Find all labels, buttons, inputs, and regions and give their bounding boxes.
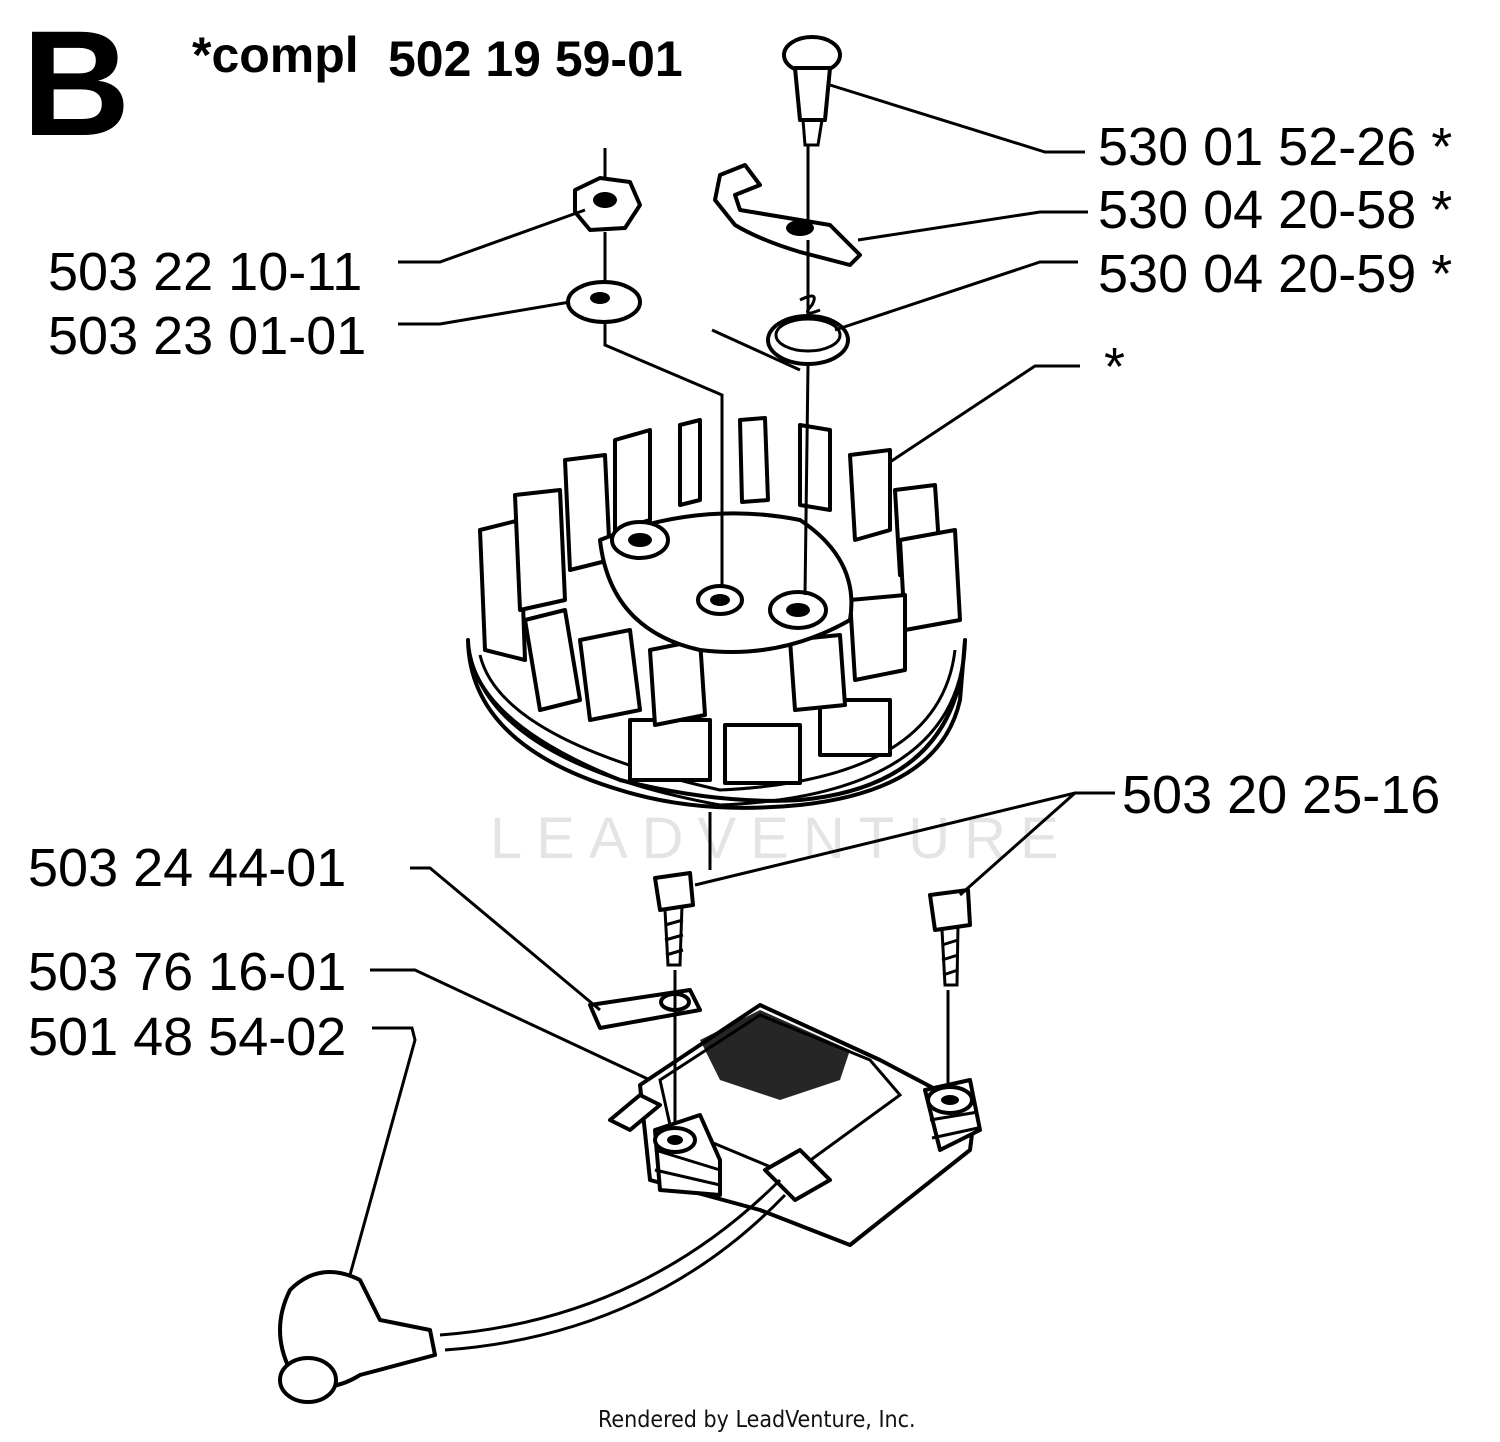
assembly-lines bbox=[603, 145, 950, 1125]
section-letter: B bbox=[22, 0, 130, 167]
screw-right-part[interactable] bbox=[928, 888, 972, 987]
spring-part[interactable] bbox=[766, 294, 850, 366]
part-label-503-24-44-01: 503 24 44-01 bbox=[28, 838, 346, 898]
pawl-part[interactable] bbox=[713, 163, 862, 267]
flywheel-part[interactable] bbox=[466, 416, 967, 810]
part-label-503-22-10-11: 503 22 10-11 bbox=[48, 242, 362, 302]
part-label-530-04-20-59: 530 04 20-59 * bbox=[1098, 244, 1452, 304]
ignition-module-part[interactable] bbox=[608, 1003, 982, 1247]
leader-lines bbox=[348, 83, 1115, 1276]
part-label-503-20-25-16: 503 20 25-16 bbox=[1122, 765, 1440, 825]
part-label-503-23-01-01: 503 23 01-01 bbox=[48, 306, 366, 366]
terminal-part[interactable] bbox=[588, 988, 702, 1030]
nut-part[interactable] bbox=[573, 176, 642, 232]
watermark: LEADVENTURE bbox=[490, 806, 1073, 871]
screw-left-part[interactable] bbox=[653, 871, 695, 967]
kit-number: 502 19 59-01 bbox=[388, 31, 683, 87]
part-label-503-76-16-01: 503 76 16-01 bbox=[28, 942, 346, 1002]
spark-plug-cap-part[interactable] bbox=[278, 1178, 787, 1404]
kit-prefix: *compl bbox=[192, 27, 359, 83]
part-label-530-01-52-26: 530 01 52-26 * bbox=[1098, 117, 1452, 177]
washer-part[interactable] bbox=[566, 280, 642, 324]
part-label-flywheel: * bbox=[1104, 337, 1125, 397]
part-label-501-48-54-02: 501 48 54-02 bbox=[28, 1007, 346, 1067]
pin-part[interactable] bbox=[782, 35, 842, 147]
footer-credit: Rendered by LeadVenture, Inc. bbox=[598, 1407, 916, 1433]
part-label-530-04-20-58: 530 04 20-58 * bbox=[1098, 180, 1452, 240]
